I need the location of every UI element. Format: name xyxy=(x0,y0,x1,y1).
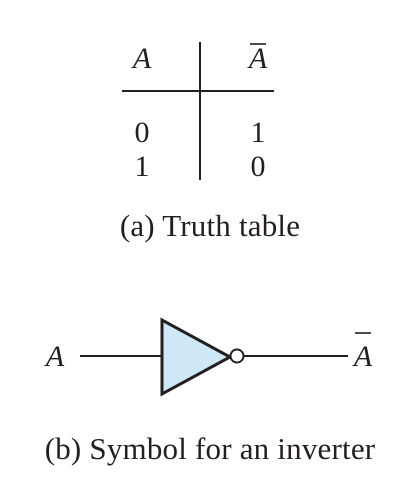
table-header-output: A xyxy=(247,42,268,75)
table-cell-row2-input: 1 xyxy=(135,150,150,183)
table-cell-row1-output: 1 xyxy=(251,116,266,149)
truth-table-caption: (a) Truth table xyxy=(119,208,301,243)
inverter-symbol: A A xyxy=(44,317,373,397)
inverter-bubble xyxy=(229,348,245,364)
inverter-output-label: A xyxy=(352,340,373,373)
inverter-caption: (b) Symbol for an inverter xyxy=(44,431,376,466)
table-header-input: A xyxy=(131,42,152,75)
table-cell-row1-input: 0 xyxy=(135,116,150,149)
truth-table: A A 0 1 1 0 xyxy=(122,42,274,183)
inverter-triangle xyxy=(160,317,234,397)
table-cell-row2-output: 0 xyxy=(251,150,266,183)
inverter-input-label: A xyxy=(44,340,65,373)
